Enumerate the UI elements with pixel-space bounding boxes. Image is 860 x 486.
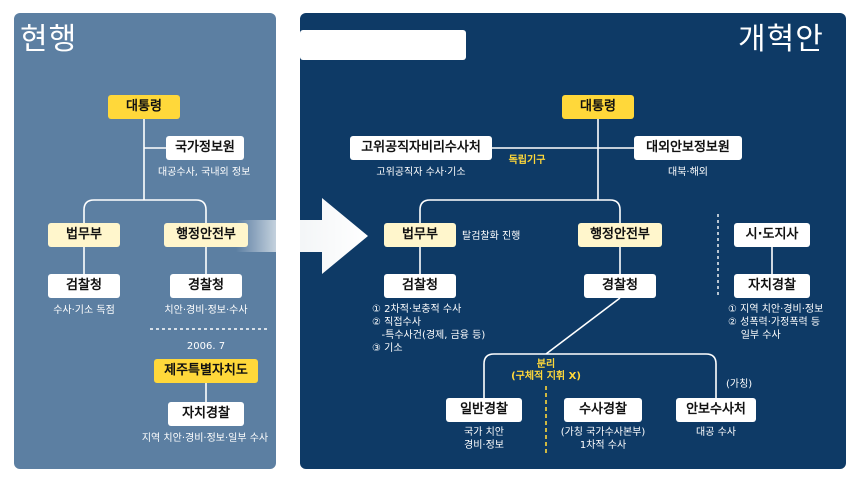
- reform-general-police-box: 일반경찰: [446, 398, 522, 422]
- reform-prosecution-note-2: ② 직접수사: [372, 317, 421, 328]
- current-nis-box: 국가정보원: [166, 136, 244, 160]
- reform-foreign-intel-box: 대외안보정보원: [634, 136, 742, 160]
- current-prosecution-box: 검찰청: [48, 274, 120, 298]
- reform-investigation-police-note-1: (가칭 국가수사본부): [560, 427, 646, 438]
- current-prosecution-note: 수사·기소 독점: [53, 305, 115, 316]
- reform-prosecution-note-1: ① 2차적·보충적 수사: [372, 304, 462, 315]
- reform-investigation-police-box: 수사경찰: [564, 398, 642, 422]
- reform-interior-box: 행정안전부: [578, 223, 662, 247]
- reform-justice-box: 법무부: [384, 223, 456, 247]
- reform-foreign-intel-note: 대북·해외: [668, 167, 708, 178]
- current-local-police-box: 자치경찰: [168, 402, 244, 426]
- reform-general-police-note-2: 경비·정보: [464, 440, 504, 451]
- reform-cio-box: 고위공직자비리수사처: [350, 136, 492, 160]
- reform-security-bureau-box: 안보수사처: [676, 398, 756, 422]
- reform-prosecution-note-3: -특수사건(경제, 금융 등): [372, 330, 486, 341]
- current-police-box: 경찰청: [170, 274, 242, 298]
- current-jeju-box: 제주특별자치도: [154, 359, 258, 383]
- reform-general-police-notes: 국가 치안 경비·정보: [446, 426, 522, 452]
- current-justice-box: 법무부: [48, 223, 120, 247]
- reform-prosecution-note-4: ③ 기소: [372, 343, 403, 354]
- reform-cio-note: 고위공직자 수사·기소: [376, 167, 466, 178]
- reform-local-police-note-1: ① 지역 치안·경비·정보: [728, 304, 824, 315]
- reform-investigation-police-notes: (가칭 국가수사본부) 1차적 수사: [548, 426, 658, 452]
- reform-justice-note: 탈검찰화 진행: [462, 231, 521, 242]
- reform-local-police-box: 자치경찰: [734, 274, 810, 298]
- reform-investigation-police-note-2: 1차적 수사: [579, 440, 627, 451]
- reform-police-box: 경찰청: [584, 274, 656, 298]
- reform-heading: 개혁안: [738, 22, 824, 57]
- current-interior-box: 행정안전부: [164, 223, 248, 247]
- header-white-bar: [300, 30, 466, 60]
- reform-prosecution-box: 검찰청: [384, 274, 456, 298]
- current-police-note: 치안·경비·정보·수사: [164, 305, 248, 316]
- transition-arrow-icon: [236, 198, 368, 274]
- reform-security-bureau-note: 대공 수사: [696, 427, 736, 438]
- reform-local-police-notes: ① 지역 치안·경비·정보 ② 성폭력·가정폭력 등 일부 수사: [728, 303, 823, 342]
- reform-separation-subtitle: (구체적 지휘 X): [511, 371, 581, 382]
- current-heading: 현행: [20, 22, 78, 57]
- current-date: 2006. 7: [186, 341, 226, 352]
- reform-province-box: 시·도지사: [734, 223, 810, 247]
- current-nis-note: 대공수사, 국내외 정보: [158, 167, 251, 178]
- reform-general-police-note-1: 국가 치안: [464, 427, 504, 438]
- reform-separation-title: 분리: [536, 359, 556, 370]
- reform-tentative-label: (가칭): [726, 379, 753, 390]
- current-local-police-note: 지역 치안·경비·정보·일부 수사: [141, 433, 269, 444]
- reform-local-police-note-2: ② 성폭력·가정폭력 등: [728, 317, 821, 328]
- reform-independent-label: 독립기구: [508, 155, 546, 166]
- reform-president-box: 대통령: [562, 95, 634, 119]
- reform-prosecution-notes: ① 2차적·보충적 수사 ② 직접수사 -특수사건(경제, 금융 등) ③ 기소: [372, 303, 485, 355]
- reform-separation-label: 분리 (구체적 지휘 X): [494, 359, 598, 383]
- current-president-box: 대통령: [108, 95, 180, 119]
- reform-local-police-note-3: 일부 수사: [728, 330, 781, 341]
